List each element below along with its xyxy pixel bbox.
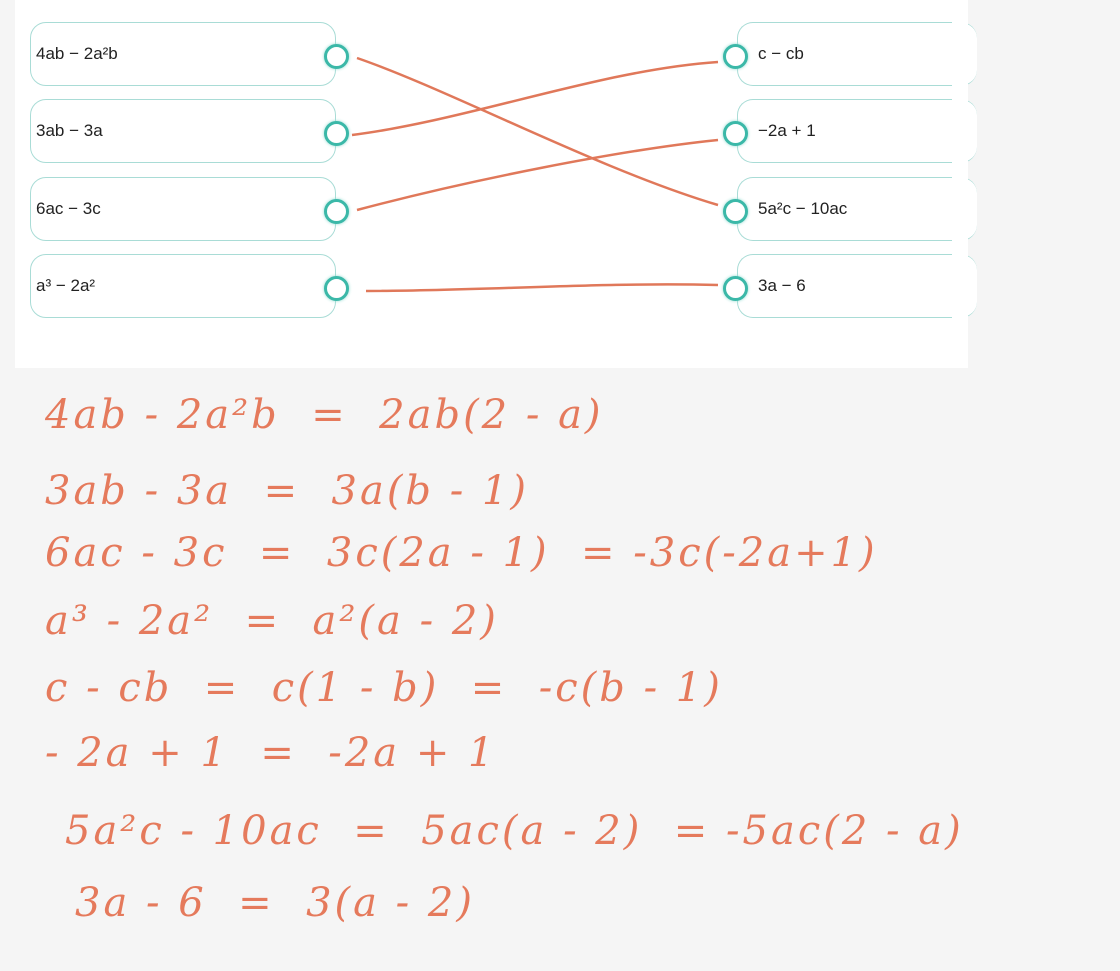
handwritten-equation: 3ab - 3a = 3a(b - 1) bbox=[45, 468, 530, 514]
panel-edge bbox=[952, 0, 968, 368]
right-connector-circle-icon[interactable] bbox=[723, 121, 748, 146]
right-item[interactable]: 5a²c − 10ac bbox=[737, 177, 977, 241]
handwritten-equation: 4ab - 2a²b = 2ab(2 - a) bbox=[45, 392, 604, 438]
handwritten-equation: 5a²c - 10ac = 5ac(a - 2) = -5ac(2 - a) bbox=[65, 808, 964, 854]
handwritten-equation: c - cb = c(1 - b) = -c(b - 1) bbox=[45, 665, 723, 711]
right-connector-circle-icon[interactable] bbox=[723, 44, 748, 69]
right-item-label: −2a + 1 bbox=[758, 121, 816, 140]
left-item[interactable]: 4ab − 2a²b bbox=[30, 22, 336, 86]
right-connector-circle-icon[interactable] bbox=[723, 276, 748, 301]
handwritten-equation: a³ - 2a² = a²(a - 2) bbox=[45, 598, 499, 644]
left-item[interactable]: 3ab − 3a bbox=[30, 99, 336, 163]
handwritten-equation: 6ac - 3c = 3c(2a - 1) = -3c(-2a+1) bbox=[45, 530, 878, 576]
left-item-label: 4ab − 2a²b bbox=[36, 44, 118, 63]
left-connector-circle-icon[interactable] bbox=[324, 276, 349, 301]
left-item-label: 6ac − 3c bbox=[36, 199, 101, 218]
left-connector-circle-icon[interactable] bbox=[324, 121, 349, 146]
connection-line-4 bbox=[365, 283, 719, 293]
right-item[interactable]: 3a − 6 bbox=[737, 254, 977, 318]
right-item-label: 5a²c − 10ac bbox=[758, 199, 848, 218]
right-connector-circle-icon[interactable] bbox=[723, 199, 748, 224]
connection-lines bbox=[351, 56, 719, 293]
handwritten-equation: - 2a + 1 = -2a + 1 bbox=[45, 730, 497, 776]
handwritten-equation: 3a - 6 = 3(a - 2) bbox=[75, 880, 475, 926]
right-item-label: c − cb bbox=[758, 44, 804, 63]
right-item[interactable]: c − cb bbox=[737, 22, 977, 86]
left-item[interactable]: a³ − 2a² bbox=[30, 254, 336, 318]
right-item-label: 3a − 6 bbox=[758, 276, 806, 295]
left-connector-circle-icon[interactable] bbox=[324, 199, 349, 224]
left-connector-circle-icon[interactable] bbox=[324, 44, 349, 69]
left-item[interactable]: 6ac − 3c bbox=[30, 177, 336, 241]
left-item-label: a³ − 2a² bbox=[36, 276, 96, 295]
connection-line-3 bbox=[356, 138, 719, 212]
left-item-label: 3ab − 3a bbox=[36, 121, 103, 140]
connection-line-1 bbox=[356, 56, 719, 207]
connection-line-2 bbox=[351, 60, 719, 137]
right-item[interactable]: −2a + 1 bbox=[737, 99, 977, 163]
